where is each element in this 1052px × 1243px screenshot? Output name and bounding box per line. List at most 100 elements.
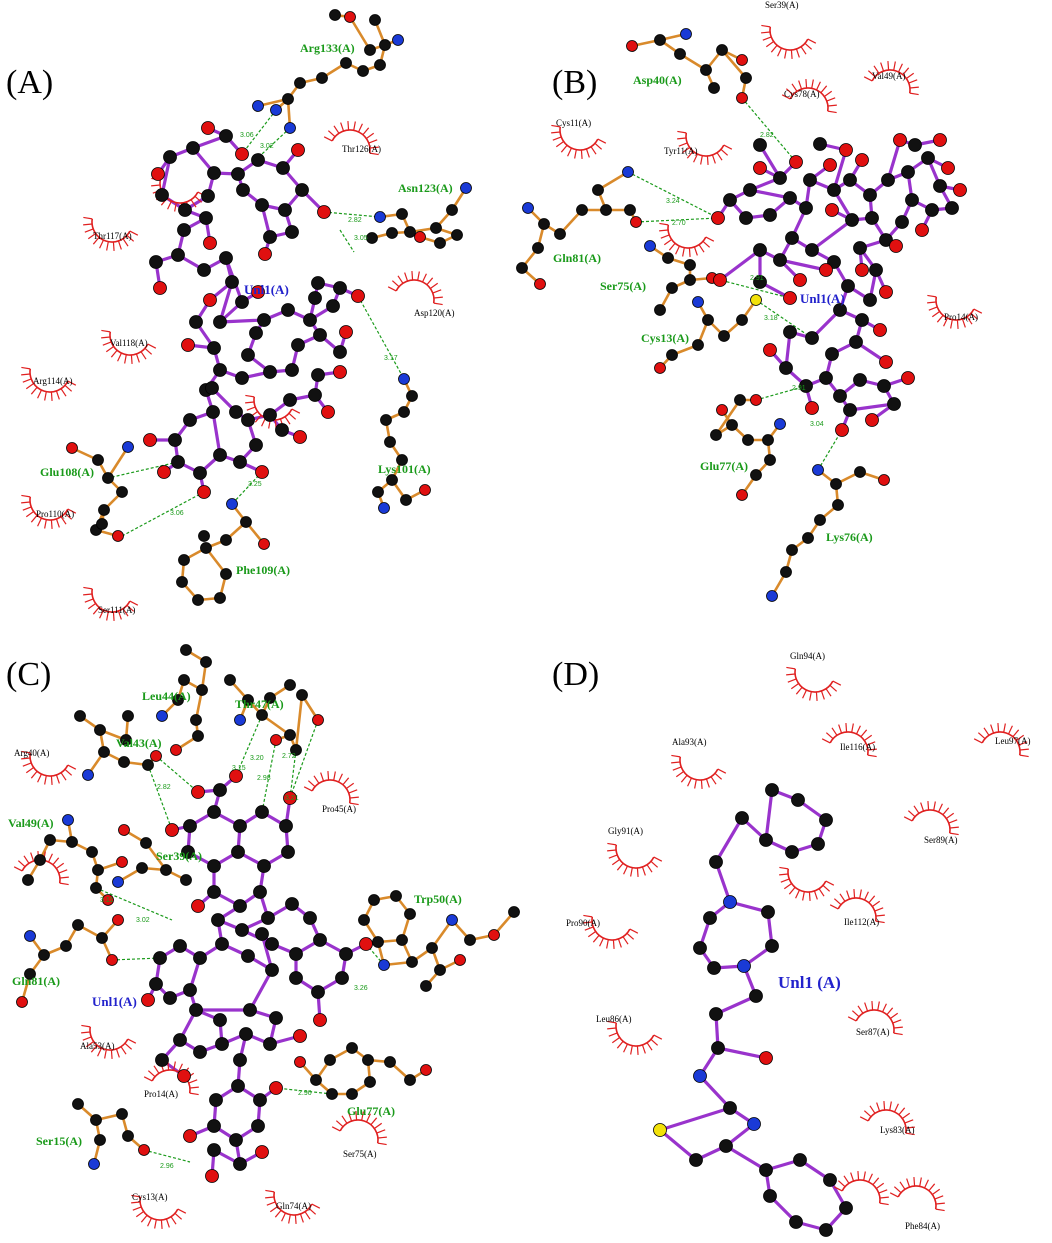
carbon-atom xyxy=(887,397,901,411)
oxygen-atom xyxy=(150,750,162,762)
hydrophobic-contact-spoke xyxy=(890,1012,899,1019)
carbon-atom xyxy=(285,897,299,911)
hydrophobic-contact-spoke xyxy=(795,48,800,58)
hydrophobic-contact-spoke xyxy=(132,1206,142,1211)
hydrogen-bond xyxy=(95,887,173,921)
carbon-atom xyxy=(213,448,227,462)
hbond-distance: 3.04 xyxy=(810,421,824,428)
hydrophobic-contact-spoke xyxy=(970,312,979,320)
residue-label: Thr117(A) xyxy=(93,231,132,241)
hydrophobic-contact-spoke xyxy=(353,121,356,131)
hydrophobic-contact-spoke xyxy=(863,1171,866,1181)
hydrophobic-contact-spoke xyxy=(349,802,359,806)
carbon-atom xyxy=(263,408,277,422)
carbon-atom xyxy=(192,730,204,742)
hydrophobic-contact-spoke xyxy=(961,318,966,328)
hydrophobic-contact-spoke xyxy=(433,296,443,299)
carbon-atom xyxy=(799,201,813,215)
carbon-atom xyxy=(739,211,753,225)
carbon-atom xyxy=(750,469,762,481)
oxygen-atom xyxy=(229,769,243,783)
residue-label: Pro110(A) xyxy=(36,509,74,519)
oxygen-atom xyxy=(835,423,849,437)
hydrophobic-contact-spoke xyxy=(291,408,301,414)
oxygen-atom xyxy=(153,281,167,295)
oxygen-atom xyxy=(205,1169,219,1183)
hydrophobic-contact-spoke xyxy=(92,606,100,615)
oxygen-atom xyxy=(359,937,373,951)
hydrogen-bond xyxy=(357,295,405,380)
oxygen-atom xyxy=(736,54,748,66)
carbon-atom xyxy=(189,315,203,329)
hydrophobic-contact-spoke xyxy=(826,97,836,102)
carbon-atom xyxy=(265,937,279,951)
hydrophobic-contact-spoke xyxy=(765,41,774,48)
carbon-atom xyxy=(72,919,84,931)
hydrogen-bond xyxy=(231,471,263,505)
hydrophobic-contact-spoke xyxy=(843,1175,850,1184)
carbon-atom xyxy=(396,454,408,466)
hydrophobic-contact-spoke xyxy=(863,76,873,82)
hydrophobic-contact-spoke xyxy=(346,782,355,789)
carbon-atom xyxy=(879,233,893,247)
hydrophobic-contact-spoke xyxy=(320,772,325,782)
carbon-atom xyxy=(895,215,909,229)
carbon-atom xyxy=(426,942,438,954)
oxygen-atom xyxy=(294,1056,306,1068)
oxygen-atom xyxy=(933,133,947,147)
hydrophobic-contact-spoke xyxy=(807,38,817,44)
carbon-atom xyxy=(96,518,108,530)
hydrophobic-contact-spoke xyxy=(906,1178,911,1188)
oxygen-atom xyxy=(255,1145,269,1159)
oxygen-atom xyxy=(716,404,728,416)
hydrophobic-contact-spoke xyxy=(59,876,69,879)
oxygen-atom xyxy=(873,323,887,337)
hydrophobic-contact-arc xyxy=(981,731,1021,756)
hydrophobic-contact-spoke xyxy=(876,1102,881,1112)
oxygen-atom xyxy=(143,433,157,447)
hydrophobic-contact-arc xyxy=(837,897,877,922)
oxygen-atom xyxy=(112,530,124,542)
carbon-atom xyxy=(554,228,566,240)
hbond-distance: 2.70 xyxy=(672,220,686,227)
oxygen-atom xyxy=(893,133,907,147)
hydrophobic-contact-spoke xyxy=(55,518,60,528)
oxygen-atom xyxy=(269,1081,283,1095)
hydrophobic-contact-arc xyxy=(679,756,719,781)
carbon-atom xyxy=(372,936,384,948)
carbon-atom xyxy=(785,231,799,245)
hydrophobic-contact-spoke xyxy=(60,388,67,397)
carbon-atom xyxy=(600,204,612,216)
hydrophobic-contact-spoke xyxy=(795,889,800,899)
hydrophobic-contact-spoke xyxy=(864,891,869,901)
hydrophobic-contact-arc xyxy=(331,129,371,154)
hbond-distance: 2.96 xyxy=(160,1163,174,1170)
nitrogen-atom xyxy=(82,769,94,781)
hydrophobic-contact-spoke xyxy=(567,147,572,157)
carbon-atom xyxy=(366,232,378,244)
residue-label: Leu97(A) xyxy=(995,736,1031,746)
hydrophobic-contact-spoke xyxy=(135,1211,144,1218)
hydrophobic-contact-spoke xyxy=(590,146,597,155)
carbon-atom xyxy=(855,313,869,327)
residue-label: Trp50(A) xyxy=(414,892,462,906)
hydrophobic-contact-spoke xyxy=(303,786,313,792)
carbon-atom xyxy=(674,48,686,60)
carbon-atom xyxy=(368,894,380,906)
residue-label: Gly91(A) xyxy=(608,826,643,836)
carbon-atom xyxy=(324,1054,336,1066)
hydrophobic-contact-spoke xyxy=(348,1112,353,1122)
residue-label: Pro14(A) xyxy=(144,1089,178,1099)
residue-label: Asp120(A) xyxy=(414,308,455,318)
hydrophobic-contact-spoke xyxy=(927,301,937,304)
carbon-atom xyxy=(773,171,787,185)
carbon-atom xyxy=(275,423,289,437)
residue-label: Ser87(A) xyxy=(856,1027,890,1037)
hydrophobic-contact-spoke xyxy=(67,764,77,770)
carbon-atom xyxy=(703,911,717,925)
hydrophobic-contact-spoke xyxy=(194,195,203,203)
carbon-atom xyxy=(193,466,207,480)
carbon-atom xyxy=(264,692,276,704)
panel-b: (B) Unl1(A) Asp40(A) Gln81(A) Ser75(A) C… xyxy=(516,0,983,602)
carbon-atom xyxy=(120,734,132,746)
